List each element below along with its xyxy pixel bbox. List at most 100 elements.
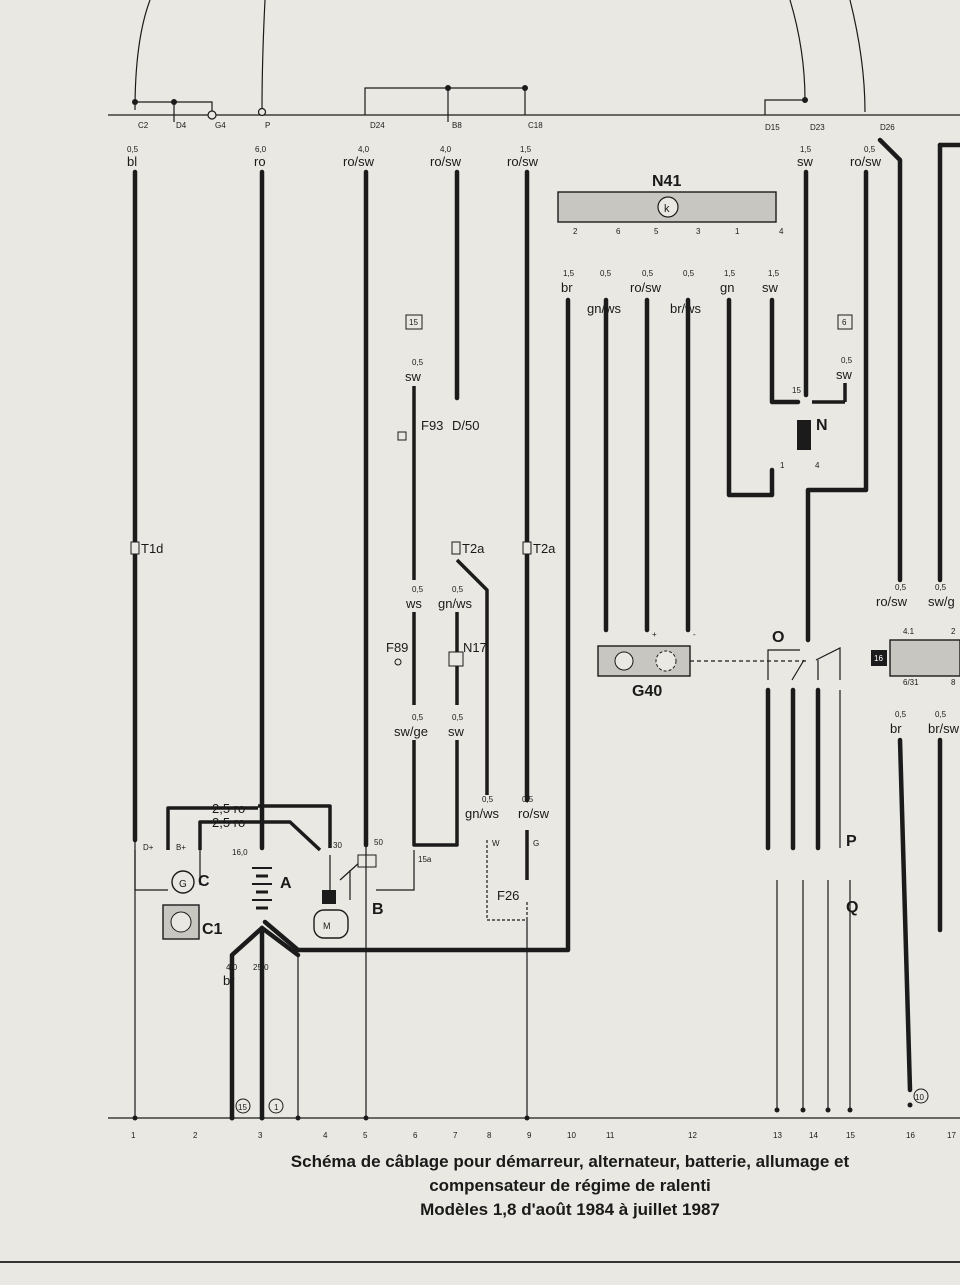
n17-valve: [448, 651, 464, 667]
o-switch: O: [767, 629, 841, 681]
box-6-label: 6: [842, 318, 847, 327]
n-pin-15: 15: [792, 386, 801, 395]
box-16: [871, 650, 887, 666]
ground-ref-1: 1: [274, 1103, 279, 1112]
top-arc-1: [134, 0, 151, 111]
col-1: 1: [131, 1131, 136, 1140]
n-coil: N 15 1 4 6 0,5 sw: [780, 314, 853, 470]
col-15: 15: [846, 1131, 855, 1140]
ground-ref-15: 15: [238, 1103, 247, 1112]
pin-30: 30: [333, 841, 342, 850]
f93-branch: 15 0,5 sw F93 D/50: [397, 314, 479, 580]
T1d-label: T1d: [141, 541, 163, 556]
n41-w6-size: 1,5: [768, 269, 780, 278]
sw6-color: sw: [836, 367, 853, 382]
caption-line-1: Schéma de câblage pour démarreur, altern…: [290, 1152, 850, 1171]
w9-size: 1,5: [520, 145, 532, 154]
n41-w2-size: 0,5: [600, 269, 612, 278]
top-arc-2: [261, 0, 266, 111]
sw6-size: 0,5: [841, 356, 853, 365]
n41-w1-color: br: [561, 280, 573, 295]
pin-bplus: B+: [176, 843, 186, 852]
n41-w4-size: 0,5: [683, 269, 695, 278]
col-3: 3: [258, 1131, 263, 1140]
svg-text:M: M: [323, 921, 331, 931]
term-C18: C18: [528, 121, 543, 130]
svg-text:k: k: [664, 203, 670, 215]
ws-color: ws: [405, 596, 422, 611]
rosw2-color: ro/sw: [518, 806, 550, 821]
swge-size: 0,5: [412, 713, 424, 722]
Q-label: Q: [846, 899, 858, 916]
n41-pin-5: 5: [654, 227, 659, 236]
bottom-25: 25,0: [253, 963, 269, 972]
pin-2: 2: [951, 627, 956, 636]
starter: 30 50 15a M B: [313, 838, 432, 939]
w5-color: ro/sw: [343, 154, 375, 169]
pin-160: 16,0: [232, 848, 248, 857]
gnws2-color: gn/ws: [465, 806, 499, 821]
term-D15: D15: [765, 123, 780, 132]
n41-label: N41: [652, 173, 681, 190]
w3-size: 6,0: [255, 145, 267, 154]
swge-color: sw/ge: [394, 724, 428, 739]
n41-pin-1: 1: [735, 227, 740, 236]
f26-g: G: [533, 839, 539, 848]
n-pin-1: 1: [780, 461, 785, 470]
col-12: 12: [688, 1131, 697, 1140]
gnws-size: 0,5: [452, 585, 464, 594]
col-13: 13: [773, 1131, 782, 1140]
gnws2-size: 0,5: [482, 795, 494, 804]
n41-unit: k N41 2 6 5 3 1 4 1,5 br 0,5 gn/ws 0,5 r…: [557, 173, 784, 316]
bottom-br-color: br: [223, 973, 235, 988]
term-D24: D24: [370, 121, 385, 130]
n41-pin-3: 3: [696, 227, 701, 236]
w5-size: 4,0: [358, 145, 370, 154]
g40-plus: +: [652, 630, 657, 639]
n-coil-body: [797, 420, 811, 450]
col-2: 2: [193, 1131, 198, 1140]
n41-k-icon: [657, 196, 679, 218]
n41-wires: [262, 297, 801, 953]
right-rosw-size: 0,5: [895, 583, 907, 592]
box-16-label: 16: [874, 654, 883, 663]
F26-label: F26: [497, 888, 519, 903]
right-brsw-color: br/sw: [928, 721, 960, 736]
pin-8: 8: [951, 678, 956, 687]
col-8: 8: [487, 1131, 492, 1140]
starter-motor-icon: [313, 909, 349, 939]
f26-switch: W G F26: [486, 830, 539, 921]
n41-w3-color: ro/sw: [630, 280, 662, 295]
column-numbers: 1 2 3 4 5 6 7 8 9 10 11 12 13 14 15 16 1…: [131, 1131, 956, 1140]
right-rosw-color: ro/sw: [876, 594, 908, 609]
battery: 16,0 A 4,0 br 25,0: [223, 848, 301, 1121]
col-4: 4: [323, 1131, 328, 1140]
pin-631: 6/31: [903, 678, 919, 687]
O-label: O: [772, 629, 784, 646]
top-arc-4: [849, 0, 866, 113]
w16-size: 0,5: [864, 145, 876, 154]
sw2-color: sw: [448, 724, 465, 739]
T2a-label-right: T2a: [533, 541, 556, 556]
w1-color: bl: [127, 154, 137, 169]
g40-unit: G40 + -: [597, 630, 808, 700]
F89-label: F89: [386, 640, 408, 655]
w14-size: 1,5: [800, 145, 812, 154]
n41-w5-size: 1,5: [724, 269, 736, 278]
term-B8: B8: [452, 121, 462, 130]
D50-label: D/50: [452, 418, 479, 433]
bat-ro1: 2,5 ro: [212, 801, 245, 816]
pin-dplus: D+: [143, 843, 154, 852]
pin-15a: 15a: [418, 855, 432, 864]
sw15-color: sw: [405, 369, 422, 384]
B-label: B: [372, 901, 384, 918]
right-swge-size: 0,5: [935, 583, 947, 592]
col-6: 6: [413, 1131, 418, 1140]
w7-color: ro/sw: [430, 154, 462, 169]
bottom-br-size: 4,0: [226, 963, 238, 972]
w14-color: sw: [797, 154, 814, 169]
n41-pin-6: 6: [616, 227, 621, 236]
